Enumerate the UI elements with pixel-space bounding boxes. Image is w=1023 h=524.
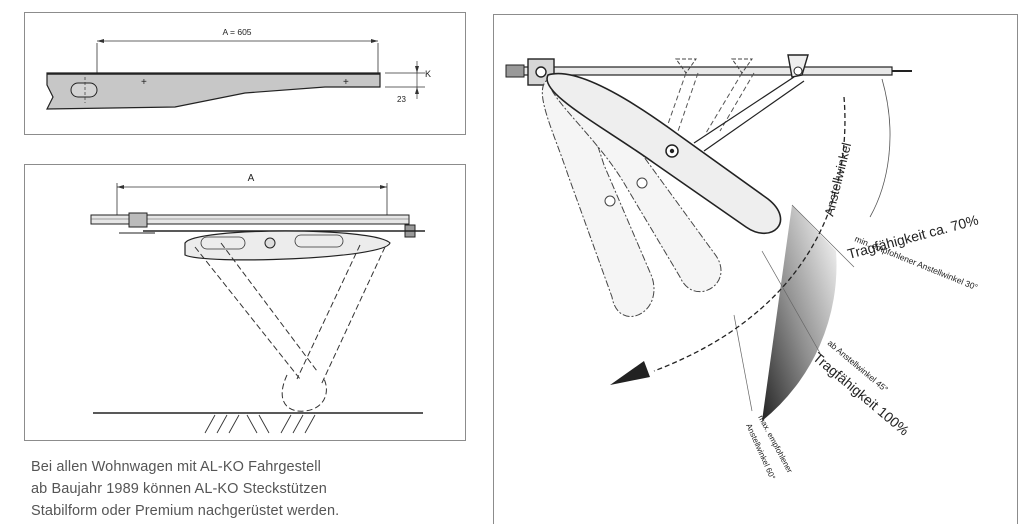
mount-bracket <box>128 212 148 228</box>
caption-line: ab Baujahr 1989 können AL-KO Steckstütze… <box>31 481 327 497</box>
dim-arrow-left <box>97 39 104 43</box>
caption-line: Stabilform oder Premium nachgerüstet wer… <box>31 503 340 519</box>
dim-arrow-left <box>117 185 124 189</box>
active-mount <box>787 54 809 78</box>
support-leg-drawing: A <box>90 173 425 434</box>
spindle-nut <box>505 64 525 78</box>
leg-strut <box>296 244 361 380</box>
active-leg-30 <box>546 72 782 235</box>
support-leg-side-diagram: A <box>24 164 466 441</box>
dim-23-label: 23 <box>397 95 406 104</box>
ghost-strut <box>719 72 755 132</box>
k-arrow <box>415 87 419 94</box>
arm-slot <box>200 236 246 250</box>
chassis-dimension-diagram: A = 605 + + K 23 <box>24 12 466 135</box>
chassis-beam <box>46 72 381 110</box>
dim-a-label: A = 605 <box>222 27 251 37</box>
ghost-strut <box>675 72 699 138</box>
ghost-pivot <box>636 177 648 189</box>
dim-k-label: K <box>425 69 431 79</box>
ghost-strut <box>705 72 743 134</box>
angle-label: Anstellwinkel <box>821 141 854 218</box>
leg-strut <box>194 246 301 380</box>
hole-mark: + <box>141 77 147 88</box>
ghost-pivot <box>604 195 616 207</box>
retrofit-caption: Bei allen Wohnwagen mit AL-KO Fahrgestel… <box>31 456 471 522</box>
leg-foot <box>281 374 327 412</box>
leg-strut <box>220 242 318 372</box>
pivot-bolt <box>264 237 276 249</box>
angle-of-attack-diagram: Anstellwinkel min. empfohlener Anstellwi… <box>493 14 1018 524</box>
mounting-slot <box>70 82 98 98</box>
leg-strut <box>320 246 386 386</box>
angle-drawing: Anstellwinkel min. empfohlener Anstellwi… <box>505 54 980 481</box>
mount-bolt <box>793 66 803 76</box>
spindle-bar <box>521 66 893 76</box>
folded-arm <box>184 230 391 261</box>
ghost-mount <box>675 58 697 74</box>
dim-arrow-right <box>380 185 387 189</box>
dim-arrow-right <box>371 39 378 43</box>
load-capacity-sector <box>762 205 837 421</box>
guide-30 <box>791 204 855 268</box>
guide-60 <box>733 314 753 412</box>
active-strut <box>703 80 805 152</box>
chassis-profile-drawing: A = 605 + + K 23 <box>46 27 431 110</box>
hole-mark: + <box>343 77 349 88</box>
ground-hatch <box>204 414 316 434</box>
swing-arc <box>653 96 846 372</box>
guide-45 <box>761 250 821 354</box>
active-strut <box>693 76 795 144</box>
bracket-bolt <box>535 66 547 78</box>
leg-pivot-center <box>669 148 675 154</box>
k-arrow <box>415 66 419 73</box>
angle-arc <box>869 78 891 218</box>
arm-slot <box>294 234 344 248</box>
frame-rail <box>90 214 410 225</box>
dim-a-label: A <box>248 173 255 184</box>
caption-line: Bei allen Wohnwagen mit AL-KO Fahrgestel… <box>31 459 321 475</box>
swing-arrowhead <box>610 361 650 385</box>
ghost-mount <box>731 58 753 74</box>
